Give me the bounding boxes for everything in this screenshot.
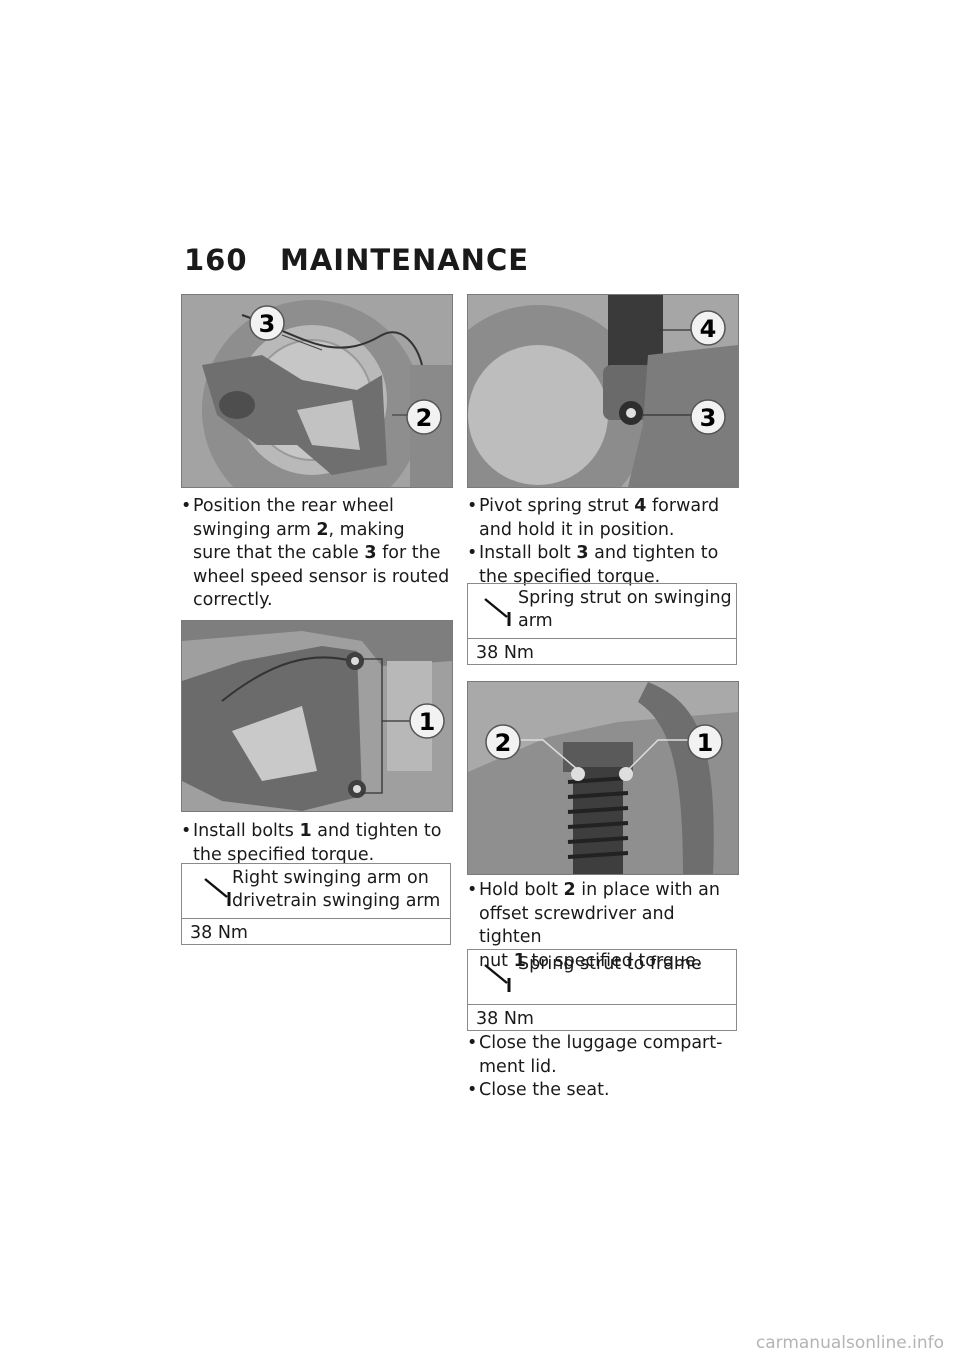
bullet-dot-icon: • xyxy=(467,543,478,563)
step-line: wheel speed sensor is routed xyxy=(193,566,450,587)
left-step-1: • Position the rear wheel swinging arm 2… xyxy=(181,495,451,613)
step-line: the specified torque. xyxy=(193,844,375,865)
list-item: • Pivot spring strut 4 forward and hold … xyxy=(467,495,737,542)
page-header: 160 MAINTENANCE xyxy=(184,243,529,277)
step-line: and hold it in position. xyxy=(479,519,675,540)
fig4-callout-2: 1 xyxy=(697,729,714,757)
photo-strut-frame-image: 2 1 xyxy=(468,682,738,874)
right-step-3: • Hold bolt 2 in place with an offset sc… xyxy=(467,879,742,973)
step-line: the specified torque. xyxy=(479,566,661,587)
list-item: • Position the rear wheel swinging arm 2… xyxy=(181,495,451,613)
photo-swinging-arm-image: 3 2 xyxy=(182,295,452,487)
torque-wrench-icon xyxy=(204,878,231,906)
fig1-callout-1: 3 xyxy=(259,310,276,338)
right-steps-1-2: • Pivot spring strut 4 forward and hold … xyxy=(467,495,737,589)
list-item: • Hold bolt 2 in place with an offset sc… xyxy=(467,879,742,973)
step-line: Pivot spring strut 4 forward xyxy=(479,496,720,516)
watermark-link[interactable]: carmanualsonline.info xyxy=(755,1333,944,1353)
step-line: Close the luggage compart- xyxy=(479,1033,723,1053)
list-item: • Install bolt 3 and tighten to the spec… xyxy=(467,542,737,589)
page-number: 160 xyxy=(184,243,248,277)
step-line: Hold bolt 2 in place with an xyxy=(479,880,720,900)
torque-label: drivetrain swinging arm xyxy=(232,891,441,911)
bullet-dot-icon: • xyxy=(181,496,192,516)
page-title: MAINTENANCE xyxy=(280,243,530,277)
bullet-dot-icon: • xyxy=(467,880,478,900)
torque-spec-right-1: Spring strut on swinging arm 38 Nm xyxy=(467,583,737,665)
fig2-callout-1: 1 xyxy=(419,708,436,736)
step-line: Install bolts 1 and tighten to xyxy=(193,821,442,841)
bullet-dot-icon: • xyxy=(467,496,478,516)
torque-spec-left: Right swinging arm on drivetrain swingin… xyxy=(181,863,451,945)
torque-spec-right-2: Spring strut to frame 38 Nm xyxy=(467,949,737,1031)
step-line: Position the rear wheel xyxy=(193,496,394,516)
bullet-dot-icon: • xyxy=(467,1033,478,1053)
step-line: ment lid. xyxy=(479,1056,557,1077)
fig3-callout-2: 3 xyxy=(700,404,717,432)
figure-strut-to-frame: 2 1 xyxy=(467,681,739,875)
list-item: • Close the luggage compart- ment lid. xyxy=(467,1032,742,1079)
list-item: • Install bolts 1 and tighten to the spe… xyxy=(181,820,451,867)
step-line: Close the seat. xyxy=(479,1080,610,1100)
fig4-callout-1: 2 xyxy=(495,729,512,757)
bullet-dot-icon: • xyxy=(467,1080,478,1100)
torque-value: 38 Nm xyxy=(476,1009,534,1029)
torque-wrench-icon xyxy=(484,964,511,992)
figure-spring-strut-pivot: 4 3 xyxy=(467,294,739,488)
list-item: • Close the seat. xyxy=(467,1079,742,1103)
figure-rear-wheel-swinging-arm: 3 2 xyxy=(181,294,453,488)
left-step-2: • Install bolts 1 and tighten to the spe… xyxy=(181,820,451,867)
step-line: Install bolt 3 and tighten to xyxy=(479,543,719,563)
bullet-dot-icon: • xyxy=(181,821,192,841)
photo-bolts-image: 1 xyxy=(182,621,452,811)
step-line: sure that the cable 3 for the xyxy=(193,543,441,563)
step-line: offset screwdriver and tighten xyxy=(479,903,675,948)
photo-spring-strut-image: 4 3 xyxy=(468,295,738,487)
step-line: correctly. xyxy=(193,590,273,610)
fig3-callout-1: 4 xyxy=(700,315,717,343)
torque-wrench-icon xyxy=(484,598,511,626)
fig1-callout-2: 2 xyxy=(416,404,433,432)
right-steps-4-5: • Close the luggage compart- ment lid. •… xyxy=(467,1032,742,1103)
torque-label: Spring strut to frame xyxy=(518,954,702,974)
torque-label: Right swinging arm on xyxy=(232,868,429,888)
step-line: swinging arm 2, making xyxy=(193,519,405,540)
torque-value: 38 Nm xyxy=(190,923,248,943)
figure-swinging-arm-bolts: 1 xyxy=(181,620,453,812)
torque-value: 38 Nm xyxy=(476,643,534,663)
torque-label: Spring strut on swinging xyxy=(518,588,732,608)
torque-label: arm xyxy=(518,611,553,631)
